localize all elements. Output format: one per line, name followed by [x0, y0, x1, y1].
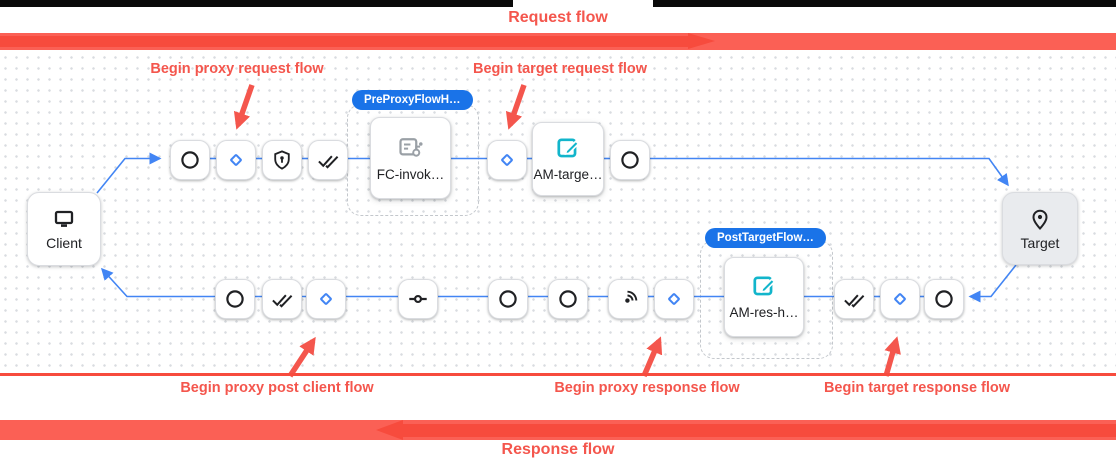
- edit-square-icon: [557, 138, 580, 158]
- assign-message-target-label: AM-targe…: [533, 167, 603, 182]
- response-end-step[interactable]: [215, 279, 255, 319]
- target-request-condition-step[interactable]: [487, 140, 527, 180]
- proxy-response-condition-step[interactable]: [654, 279, 694, 319]
- edit-square-icon: [753, 276, 776, 296]
- response-start-step[interactable]: [924, 279, 964, 319]
- condition-diamond-icon: [320, 293, 332, 305]
- circle-step-icon: [935, 290, 953, 308]
- request-flow-title: Request flow: [508, 9, 608, 26]
- double-check-icon: [317, 155, 338, 169]
- flow-callout-icon: [398, 138, 423, 157]
- circle-step-icon: [181, 151, 199, 169]
- assign-message-response-label: AM-res-h…: [729, 305, 799, 320]
- verify-api-key-step[interactable]: [262, 140, 302, 180]
- bottom-red-separator: [0, 373, 1116, 376]
- left-arrowhead-icon: [376, 420, 403, 440]
- request-flow-bar-arrow-shaft: [0, 36, 688, 47]
- target-label: Target: [1020, 234, 1060, 251]
- circle-step-icon: [559, 290, 577, 308]
- annotation-begin-target-response: Begin target response flow: [823, 380, 1011, 396]
- condition-diamond-icon: [894, 293, 906, 305]
- request-flow-bar: [0, 33, 1116, 50]
- shield-key-icon: [274, 150, 290, 170]
- post-client-doneall-step[interactable]: [262, 279, 302, 319]
- post-target-flowhook-badge[interactable]: PostTargetFlow…: [705, 228, 826, 248]
- connector-icon: [409, 294, 427, 304]
- location-pin-icon: [1032, 209, 1048, 230]
- condition-diamond-icon: [668, 293, 680, 305]
- assign-message-target-step[interactable]: AM-targe…: [532, 122, 604, 196]
- circle-step-icon: [621, 151, 639, 169]
- proxy-response-start-step[interactable]: [488, 279, 528, 319]
- request-end-step[interactable]: [610, 140, 650, 180]
- double-check-icon: [271, 294, 292, 308]
- response-flow-title: Response flow: [501, 441, 615, 458]
- annotation-begin-proxy-post-client: Begin proxy post client flow: [180, 380, 374, 396]
- flow-callout-step[interactable]: FC-invok…: [370, 117, 451, 199]
- response-flow-bar-arrow-shaft: [402, 423, 1116, 437]
- monitor-icon: [54, 210, 74, 227]
- request-start-step[interactable]: [170, 140, 210, 180]
- annotation-begin-proxy-response: Begin proxy response flow: [554, 380, 740, 396]
- circle-step-icon: [499, 290, 517, 308]
- proxy-response-boundary-step[interactable]: [548, 279, 588, 319]
- top-black-bar-right: [653, 0, 1116, 7]
- inline-connector-step[interactable]: [398, 279, 438, 319]
- response-flow-bar: [0, 420, 1116, 440]
- annotation-begin-target-request: Begin target request flow: [472, 61, 648, 77]
- assign-message-response-step[interactable]: AM-res-h…: [724, 257, 804, 337]
- double-check-icon: [843, 294, 864, 308]
- condition-diamond-icon: [501, 154, 513, 166]
- client-node[interactable]: Client: [27, 192, 101, 266]
- proxy-request-doneall-step[interactable]: [308, 140, 348, 180]
- target-response-doneall-step[interactable]: [834, 279, 874, 319]
- target-node[interactable]: Target: [1002, 192, 1078, 265]
- signal-step[interactable]: [608, 279, 648, 319]
- client-label: Client: [46, 235, 82, 251]
- diagram-canvas: [0, 52, 1116, 373]
- top-black-bar-left: [0, 0, 513, 7]
- signal-icon: [624, 290, 637, 303]
- annotation-begin-proxy-request: Begin proxy request flow: [150, 61, 324, 77]
- circle-step-icon: [226, 290, 244, 308]
- flow-callout-label: FC-invok…: [376, 167, 445, 182]
- condition-diamond-icon: [230, 154, 242, 166]
- right-arrowhead-icon: [688, 33, 715, 49]
- proxy-request-condition-step[interactable]: [216, 140, 256, 180]
- post-client-condition-step[interactable]: [306, 279, 346, 319]
- pre-proxy-flowhook-badge[interactable]: PreProxyFlowH…: [352, 90, 473, 110]
- target-response-condition-step[interactable]: [880, 279, 920, 319]
